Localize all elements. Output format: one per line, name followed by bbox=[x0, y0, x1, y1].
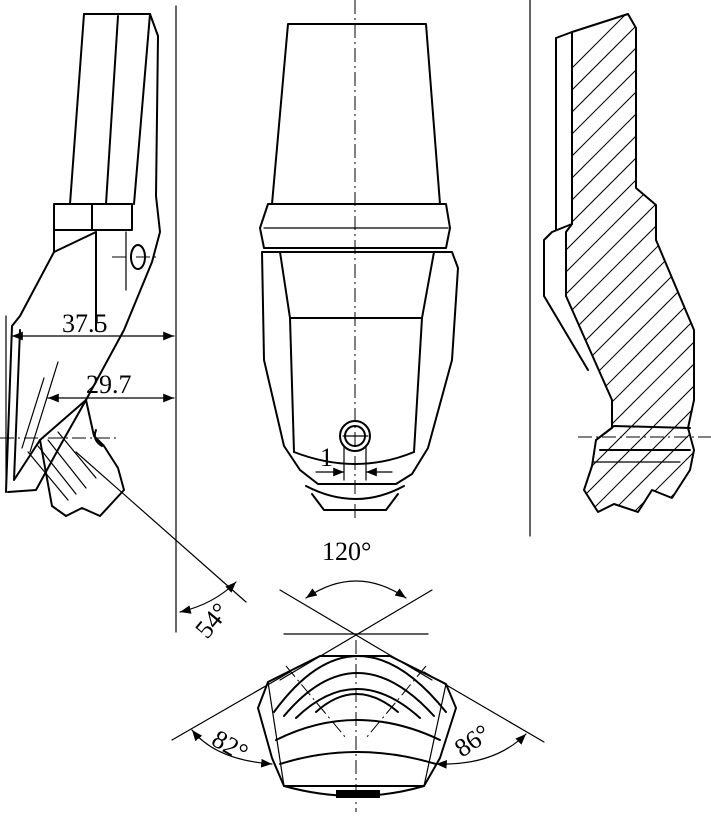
section-hatching bbox=[566, 14, 694, 512]
angle-82-detail: 82° bbox=[191, 724, 273, 768]
dim-54-angle: 54° bbox=[179, 581, 237, 644]
dim-29-7: 29.7 bbox=[47, 370, 175, 403]
dim-37-5: 37.5 bbox=[11, 309, 175, 341]
angle-120-text: 120° bbox=[322, 537, 371, 566]
dim-54-text: 54° bbox=[189, 597, 235, 644]
front-view bbox=[259, 0, 459, 520]
dim-37-5-text: 37.5 bbox=[62, 309, 108, 338]
dim-1-text: 1 bbox=[320, 443, 333, 472]
left-side-view bbox=[0, 5, 247, 633]
right-section-view bbox=[529, 0, 711, 537]
dim-29-7-text: 29.7 bbox=[86, 370, 132, 399]
angle-86-text: 86° bbox=[449, 719, 495, 763]
angle-120-detail: 120° bbox=[279, 537, 433, 681]
bottom-view bbox=[171, 640, 545, 812]
bottom-mark bbox=[336, 790, 380, 798]
